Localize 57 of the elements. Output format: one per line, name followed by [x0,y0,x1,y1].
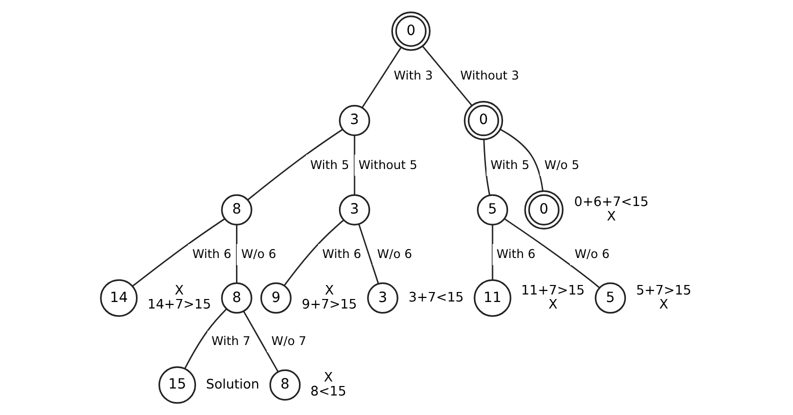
edge-label: Without 3 [460,68,519,82]
connector [358,224,379,284]
node-circle: 3 [338,194,370,226]
node-circle: 0 [524,190,564,230]
node-label: 3+7<15 [408,290,464,306]
node-circle: 11 [473,279,511,317]
connector [422,46,472,106]
node-label: X [658,298,668,312]
node-label: X [548,298,557,312]
edge-label: Without 5 [358,158,417,172]
connector [504,218,600,288]
connector [353,136,355,195]
connector [246,128,342,200]
connector [482,140,490,196]
connector [491,225,493,280]
node-label: X [323,370,332,386]
connector [499,128,543,191]
connector [242,311,278,372]
edge-label: With 5 [310,158,349,172]
edge-label: With 6 [192,247,231,262]
node-circle: 0 [390,12,430,51]
edge-label: W/o 5 [544,158,579,172]
node-circle: 8 [220,194,252,226]
node-label: 14+7>15 [147,298,211,312]
edge-label: With 6 [322,247,361,262]
node-label: 11+7>15 [520,283,584,298]
connector [361,47,401,108]
node-circle: 15 [158,366,196,404]
node-circle: 5 [594,282,626,314]
node-label: 8<15 [310,384,346,400]
node-circle: 9 [260,282,292,314]
node-label: X [324,283,334,298]
node-label: 5+7>15 [636,283,691,298]
node-circle: 8 [220,282,252,314]
node-circle: 14 [100,279,138,317]
edge-label: With 7 [211,334,250,348]
node-circle: 5 [476,194,508,226]
connector [184,308,226,369]
edge-label: With 6 [496,247,536,262]
edge-label: W/o 6 [240,247,276,262]
edge-label: With 3 [393,68,432,82]
edge-label: With 5 [490,158,529,172]
node-label: 9+7>15 [301,298,356,312]
edge-label: W/o 6 [376,247,412,262]
node-circle: 3 [338,104,370,136]
connector [235,225,237,284]
node-circle: 3 [366,282,398,314]
connector [283,220,344,286]
node-label: X [606,209,616,224]
edge-label: W/o 7 [270,334,306,348]
node-label: 0+6+7<15 [574,195,648,210]
node-label: X [174,283,184,298]
node-circle: 8 [268,369,300,401]
connector [132,218,225,287]
node-circle: 0 [463,100,503,140]
node-label: Solution [206,377,259,392]
edge-label: W/o 6 [574,247,610,262]
